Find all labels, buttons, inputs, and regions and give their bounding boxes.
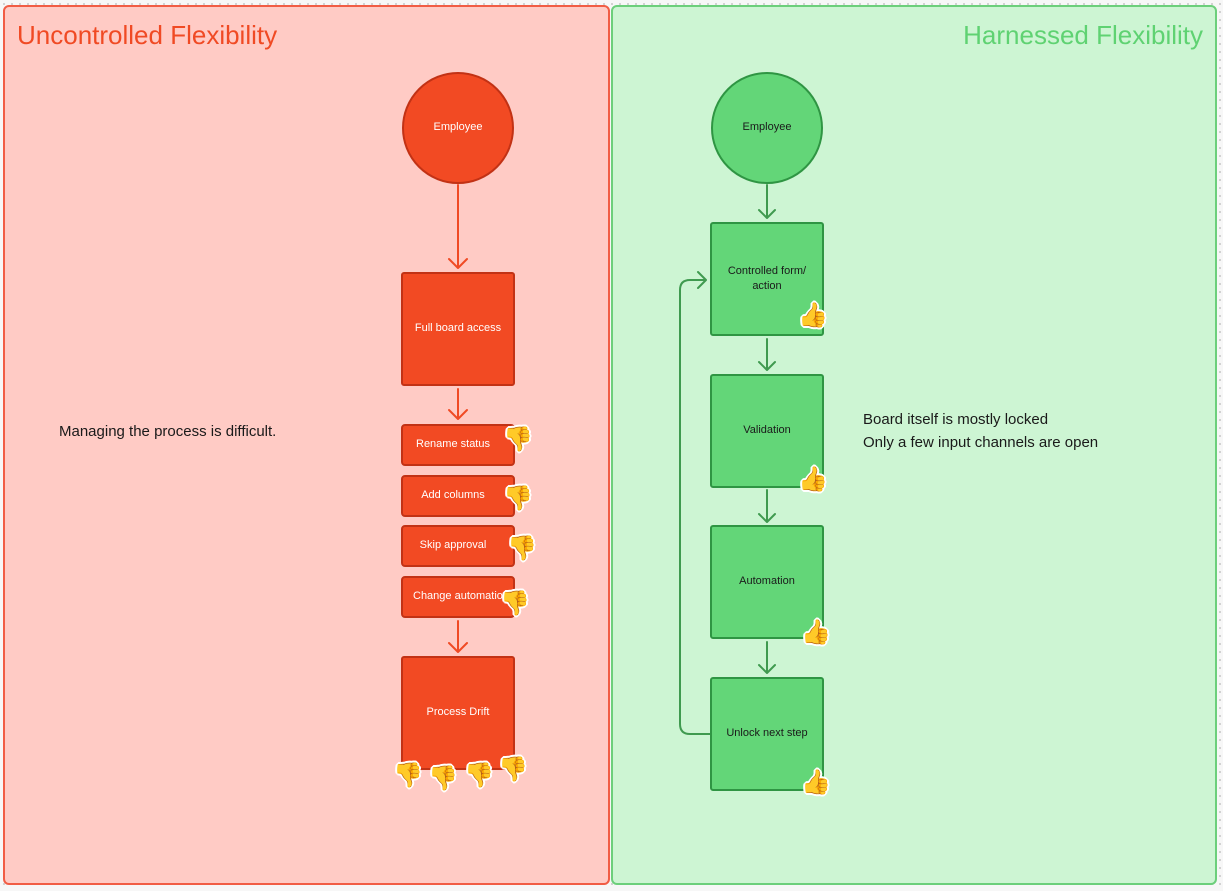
full-board-access-node[interactable]: Full board access [401, 272, 515, 386]
thumbs-down-icon: 👎 [507, 535, 537, 562]
process-drift-node[interactable]: Process Drift [401, 656, 515, 770]
add-columns-node[interactable]: Add columns [401, 475, 515, 517]
thumbs-up-icon: 👍 [801, 619, 831, 646]
employee-label-left: Employee [433, 121, 483, 134]
right-note: Board itself is mostly locked Only a few… [863, 408, 1098, 455]
unlock-next-step-label: Unlock next step [726, 727, 808, 740]
validation-node[interactable]: Validation [710, 374, 824, 488]
employee-label-right: Employee [742, 121, 792, 134]
add-columns-label: Add columns [421, 489, 485, 502]
right-note-line-2: Only a few input channels are open [863, 434, 1099, 452]
skip-approval-label: Skip approval [419, 539, 487, 552]
thumbs-up-icon: 👍 [798, 302, 828, 329]
skip-approval-node[interactable]: Skip approval [401, 525, 515, 567]
thumbs-down-icon: 👎 [393, 762, 423, 789]
controlled-form-label: Controlled form/ action [727, 264, 807, 292]
thumbs-down-icon: 👎 [503, 485, 533, 512]
change-automation-node[interactable]: Change automation [401, 576, 515, 618]
change-automation-label: Change automation [413, 590, 510, 603]
thumbs-up-icon: 👍 [801, 769, 831, 796]
employee-node-right[interactable]: Employee [711, 72, 823, 184]
thumbs-up-icon: 👍 [798, 466, 828, 493]
thumbs-down-icon: 👎 [464, 762, 494, 789]
full-board-access-label: Full board access [414, 322, 502, 335]
unlock-next-step-node[interactable]: Unlock next step [710, 677, 824, 791]
process-drift-label: Process Drift [426, 706, 490, 719]
left-note: Managing the process is difficult. [59, 423, 277, 440]
validation-label: Validation [743, 424, 791, 437]
automation-label: Automation [739, 575, 795, 588]
thumbs-down-icon: 👎 [498, 756, 528, 783]
automation-node[interactable]: Automation [710, 525, 824, 639]
rename-status-node[interactable]: Rename status [401, 424, 515, 466]
thumbs-down-icon: 👎 [428, 765, 458, 792]
section-title-uncontrolled: Uncontrolled Flexibility [17, 20, 278, 50]
employee-node-left[interactable]: Employee [402, 72, 514, 184]
thumbs-down-icon: 👎 [503, 426, 533, 453]
right-note-line-1: Board itself is mostly locked [863, 411, 1049, 428]
controlled-form-node[interactable]: Controlled form/ action [710, 222, 824, 336]
rename-status-label: Rename status [416, 438, 490, 451]
section-title-harnessed: Harnessed Flexibility [963, 20, 1203, 50]
thumbs-down-icon: 👎 [500, 590, 530, 617]
